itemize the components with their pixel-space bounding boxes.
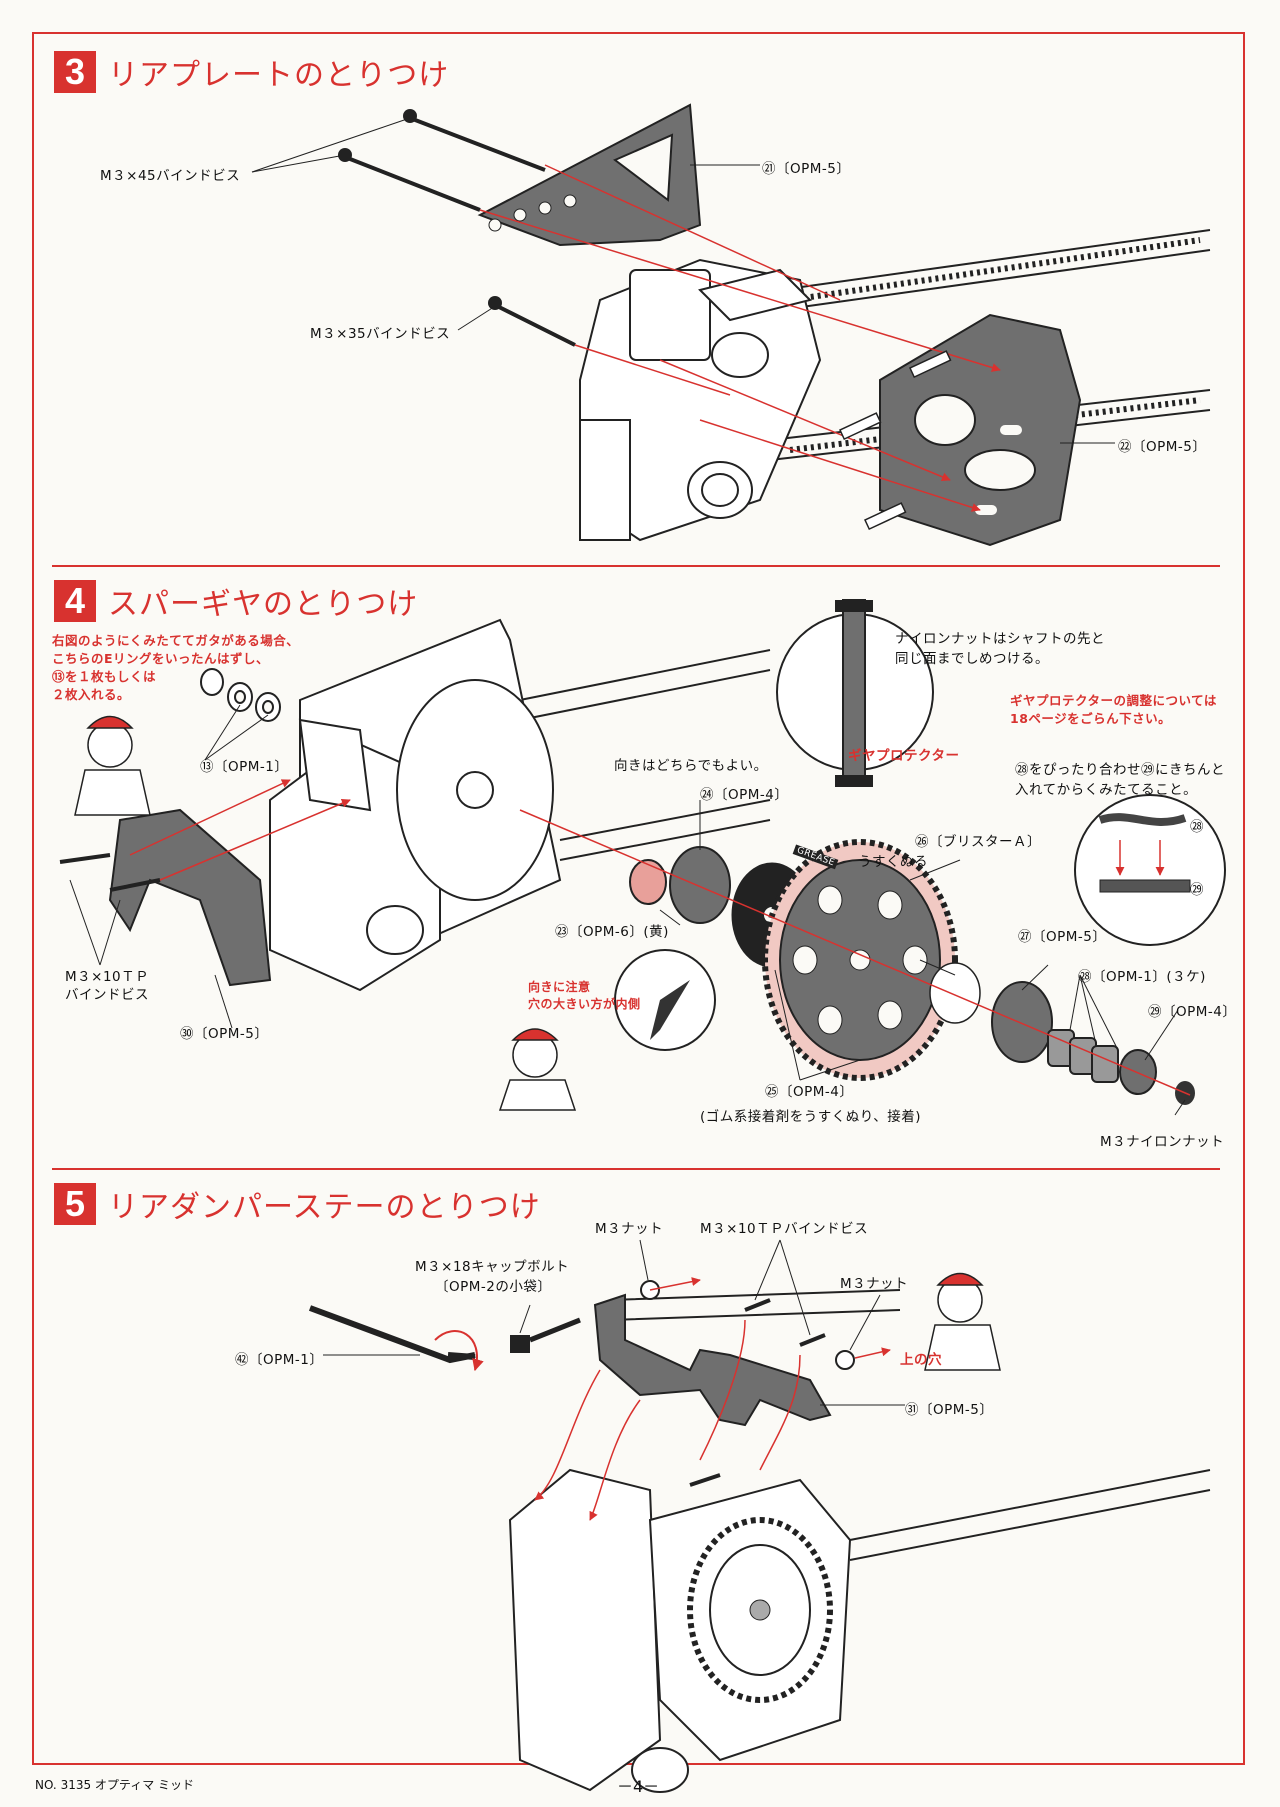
section3-illustration xyxy=(251,103,1211,547)
label-tp-screw: M３×10ＴＰバインドビス xyxy=(700,1221,869,1237)
section-divider xyxy=(52,1168,1220,1170)
section-title: リアダンパーステーのとりつけ xyxy=(108,1190,541,1225)
label-part-26: ㉖〔ブリスターＡ〕 xyxy=(915,834,1041,850)
page-number: －4－ xyxy=(617,1777,660,1796)
footer-model: NO. 3135 オプティマ ミッド xyxy=(35,1778,195,1792)
label-direction-any: 向きはどちらでもよい。 xyxy=(614,758,768,774)
glue-note: (ゴム系接着剤をうすくぬり、接着) xyxy=(700,1109,921,1125)
label-part-25: ㉕〔OPM-4〕 xyxy=(765,1084,854,1100)
label-thin-coat: うすくぬる xyxy=(858,854,928,870)
note-line: ２枚入れる。 xyxy=(52,687,131,702)
nylon-note: ナイロンナットはシャフトの先と xyxy=(895,631,1105,647)
section-title: スパーギヤのとりつけ xyxy=(108,587,419,622)
label-part-22: ㉒〔OPM-5〕 xyxy=(1118,439,1207,455)
section-divider xyxy=(52,565,1220,567)
label-part-31: ㉛〔OPM-5〕 xyxy=(905,1402,994,1418)
section-4-heading: 4 スパーギヤのとりつけ xyxy=(54,579,418,623)
section-number: 5 xyxy=(54,1183,96,1225)
nylon-note: 同じ面までしめつける。 xyxy=(895,651,1049,667)
fit-note: 入れてからくみたてること。 xyxy=(1015,782,1198,798)
label-part-27: ㉗〔OPM-5〕 xyxy=(1018,929,1107,945)
section-5-heading: 5 リアダンパーステーのとりつけ xyxy=(54,1182,541,1226)
note-line: こちらのEリングをいったんはずし、 xyxy=(52,651,270,666)
label-cap-bolt: M３×18キャップボルト xyxy=(415,1259,570,1275)
label-part-30: ㉚〔OPM-5〕 xyxy=(180,1026,269,1042)
label-part-62: ㊷〔OPM-1〕 xyxy=(235,1352,324,1368)
label-m3-nut-2: M３ナット xyxy=(840,1276,909,1292)
note-line: 右図のようにくみたててガタがある場合、 xyxy=(52,633,300,648)
section5-illustration xyxy=(308,1239,1211,1793)
mascot-figures xyxy=(74,715,1001,1371)
label-m3-nut: M３ナット xyxy=(595,1221,664,1237)
label-part-29: ㉙〔OPM-4〕 xyxy=(1148,1004,1237,1020)
label-screw-tp: M３×10ＴＰ xyxy=(65,969,150,985)
section4-illustration xyxy=(59,599,1226,1116)
label-part-139: ⑬〔OPM-1〕 xyxy=(200,759,289,775)
spur-gear xyxy=(762,839,958,1081)
orient-note: 向きに注意 xyxy=(528,980,591,994)
protector-note: 18ページをごらん下さい。 xyxy=(1010,711,1172,726)
callout-28: ㉘ xyxy=(1190,819,1204,835)
label-screw-tp: バインドビス xyxy=(65,987,149,1003)
label-upper-hole: 上の穴 xyxy=(900,1352,942,1368)
label-nylon-nut: M３ナイロンナット xyxy=(1100,1134,1225,1150)
orient-note: 穴の大きい方が内側 xyxy=(528,997,641,1011)
label-part-28: ㉘〔OPM-1〕(３ケ) xyxy=(1078,969,1206,985)
note-line: ⑬を１枚もしくは xyxy=(52,669,157,684)
label-gear-protector: ギヤプロテクター xyxy=(848,748,960,764)
fit-note: ㉘をぴったり合わせ㉙にきちんと xyxy=(1015,762,1225,778)
section-3-heading: 3 リアプレートのとりつけ xyxy=(54,50,449,94)
callout-29: ㉙ xyxy=(1190,882,1204,898)
section-title: リアプレートのとりつけ xyxy=(108,58,450,93)
label-screw-m3x35: M３×35バインドビス xyxy=(310,326,451,342)
label-part-24: ㉔〔OPM-4〕 xyxy=(700,787,789,803)
section-number: 4 xyxy=(54,580,96,622)
label-screw-m3x45: M３×45バインドビス xyxy=(100,168,241,184)
label-cap-bolt: 〔OPM-2の小袋〕 xyxy=(435,1279,552,1295)
section-number: 3 xyxy=(54,51,96,93)
label-part-21: ㉑〔OPM-5〕 xyxy=(762,161,851,177)
label-part-23: ㉓〔OPM-6〕(黄) xyxy=(555,924,669,940)
protector-note: ギヤプロテクターの調整については xyxy=(1010,693,1217,708)
